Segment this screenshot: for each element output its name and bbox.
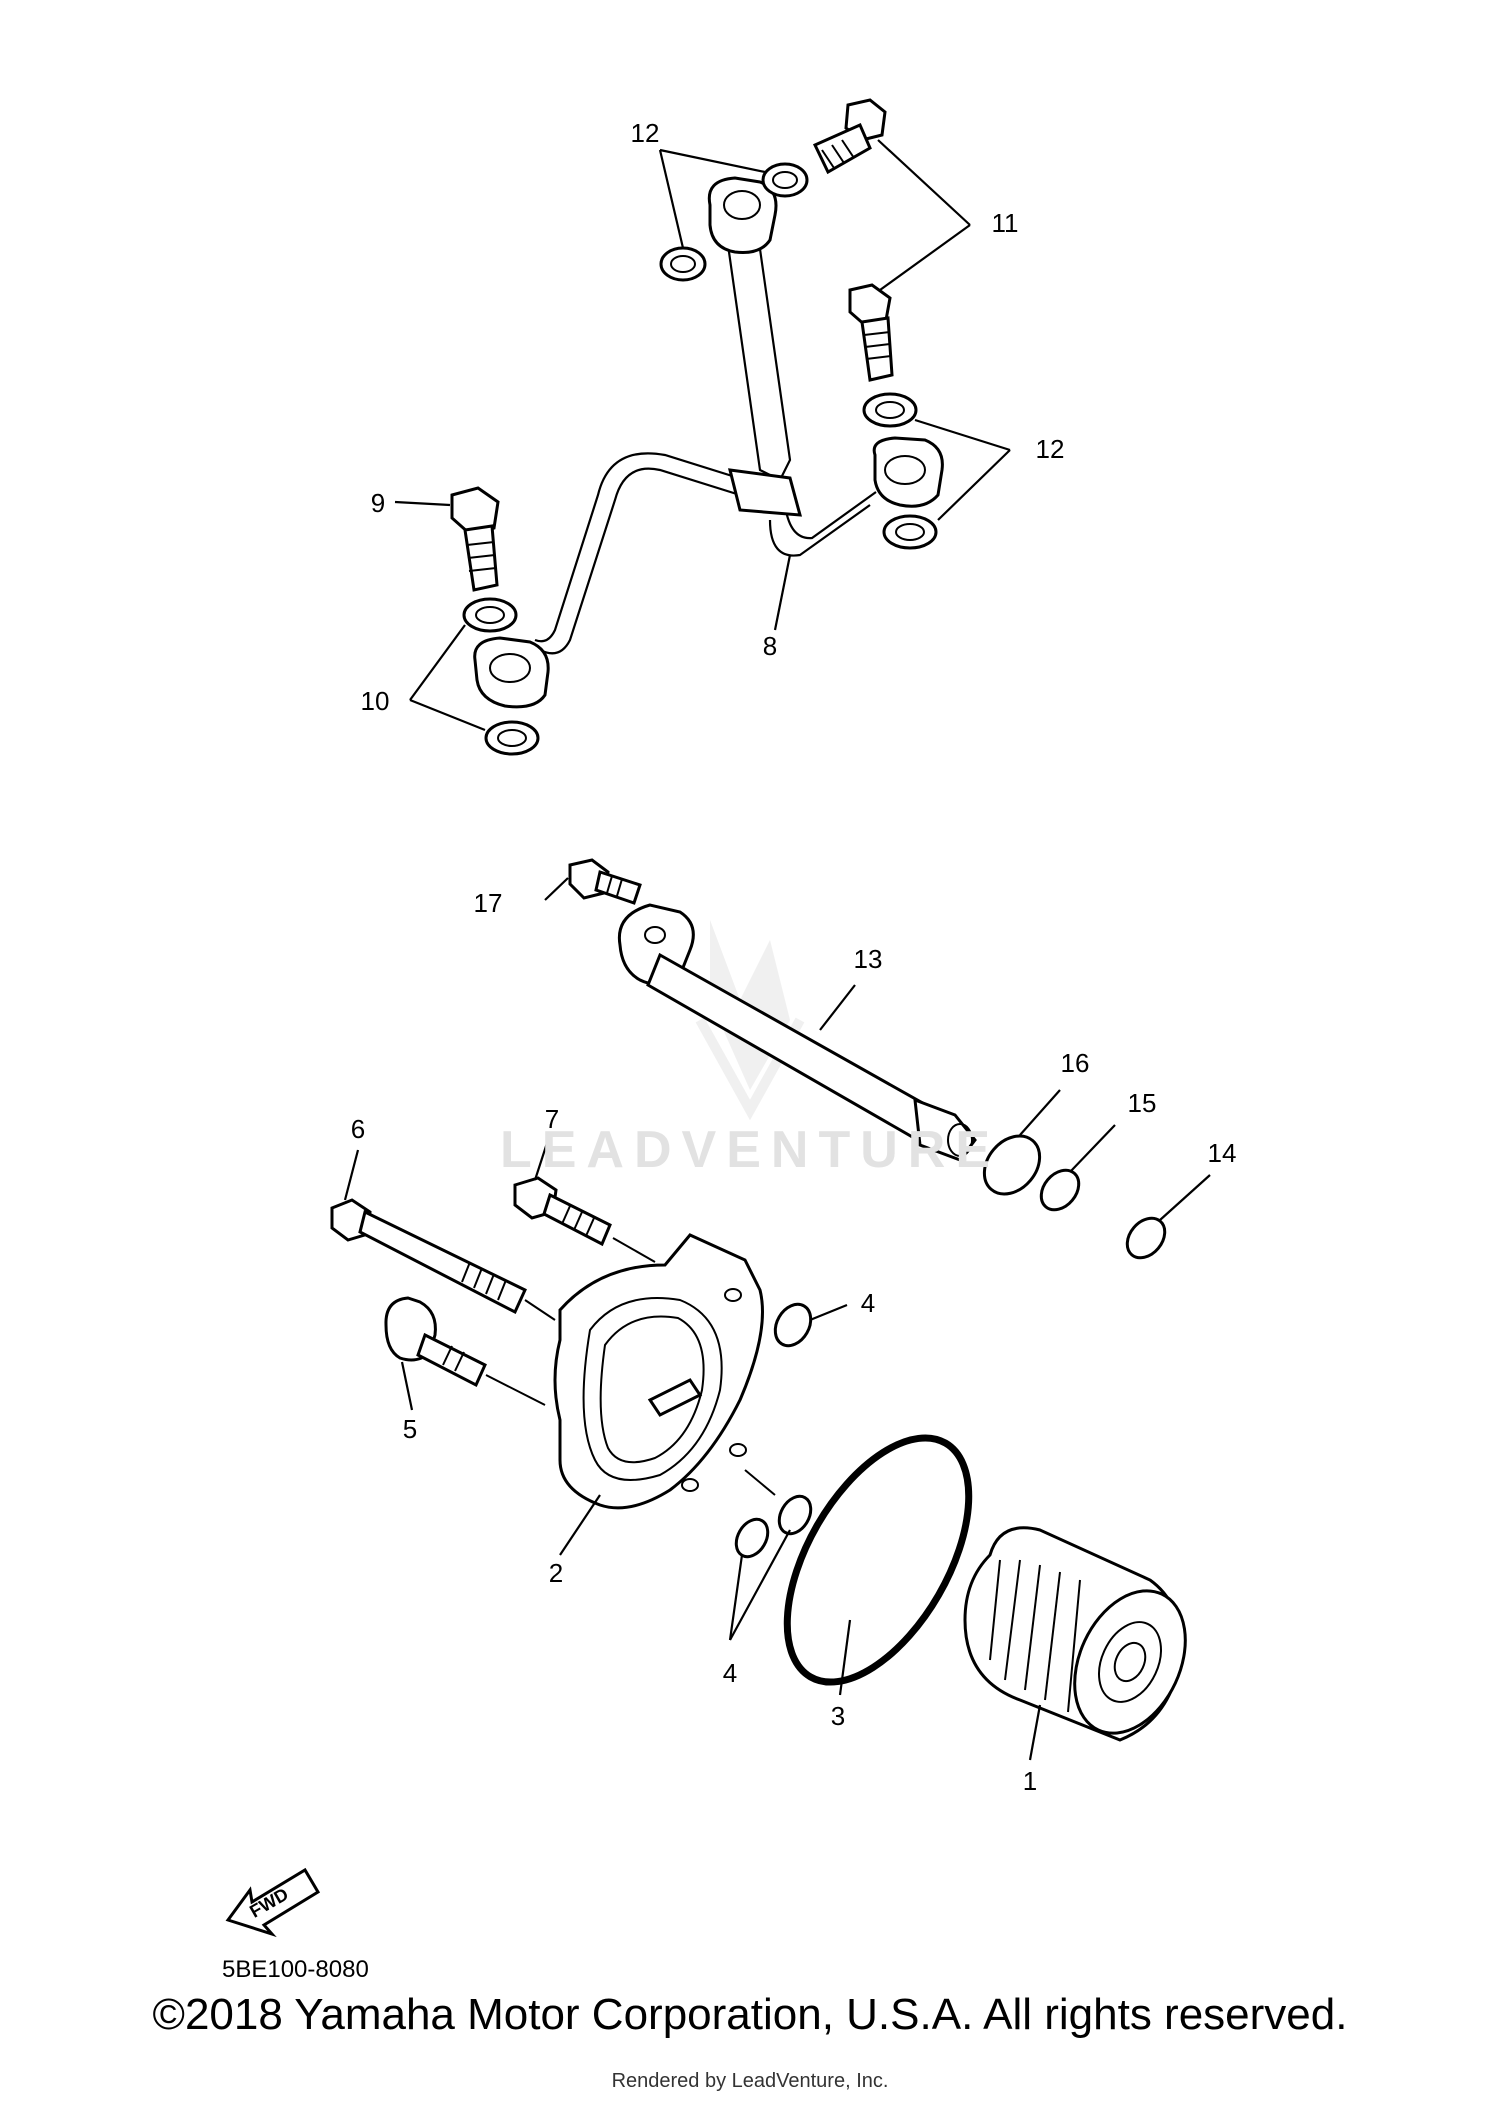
callout-lines-lower — [343, 877, 1211, 1761]
bolt-7 — [513, 1176, 612, 1247]
bolt-6 — [330, 1198, 527, 1315]
callout-16: 16 — [1061, 1048, 1090, 1078]
fwd-arrow-icon: FWD — [225, 1867, 321, 1938]
oil-pipe-13 — [617, 903, 977, 1162]
oil-filter-cover-2 — [553, 1233, 764, 1510]
o-ring-3 — [783, 1434, 973, 1686]
callout-11: 11 — [992, 208, 1019, 238]
callout-4-right: 4 — [861, 1288, 875, 1318]
gasket-washers-upper — [462, 162, 938, 756]
watermark-text: LEADVENTURE — [499, 1121, 1001, 1179]
oil-filter-1 — [963, 1526, 1187, 1742]
callout-13: 13 — [854, 944, 883, 974]
union-bolt-11-lower — [848, 283, 894, 382]
copyright-notice: ©2018 Yamaha Motor Corporation, U.S.A. A… — [152, 1990, 1348, 2039]
banjo-fitting-right — [872, 436, 944, 508]
callout-14: 14 — [1208, 1138, 1237, 1168]
diagram-part-code: 5BE100-8080 — [222, 1956, 369, 1983]
rendered-by-note: Rendered by LeadVenture, Inc. — [611, 2070, 889, 2092]
callout-8: 8 — [763, 631, 777, 661]
callout-9: 9 — [371, 488, 385, 518]
callout-15: 15 — [1128, 1088, 1157, 1118]
callout-2: 2 — [549, 1558, 563, 1588]
callout-1: 1 — [1023, 1766, 1037, 1796]
callout-17: 17 — [474, 888, 503, 918]
callout-3: 3 — [831, 1701, 845, 1731]
o-rings-4 — [734, 1302, 813, 1559]
callout-6: 6 — [351, 1114, 365, 1144]
callout-lines-upper — [394, 139, 1011, 732]
bolt-17 — [568, 858, 642, 905]
callout-12-right: 12 — [1036, 434, 1065, 464]
callout-12-top: 12 — [631, 118, 660, 148]
o-rings-14-15-16 — [982, 1134, 1167, 1260]
bolt-5 — [384, 1296, 487, 1388]
oil-delivery-pipe-assembly — [473, 176, 944, 709]
callout-labels: 12 11 12 9 8 10 17 13 16 15 14 6 7 4 5 2… — [351, 118, 1237, 1796]
union-bolt-11-upper — [812, 98, 887, 175]
callout-7: 7 — [545, 1104, 559, 1134]
callout-10: 10 — [361, 686, 390, 716]
callout-4-bottom: 4 — [723, 1658, 737, 1688]
union-bolt-9 — [450, 486, 500, 592]
banjo-fitting-top — [707, 176, 778, 254]
callout-5: 5 — [403, 1414, 417, 1444]
banjo-fitting-left — [473, 636, 550, 709]
